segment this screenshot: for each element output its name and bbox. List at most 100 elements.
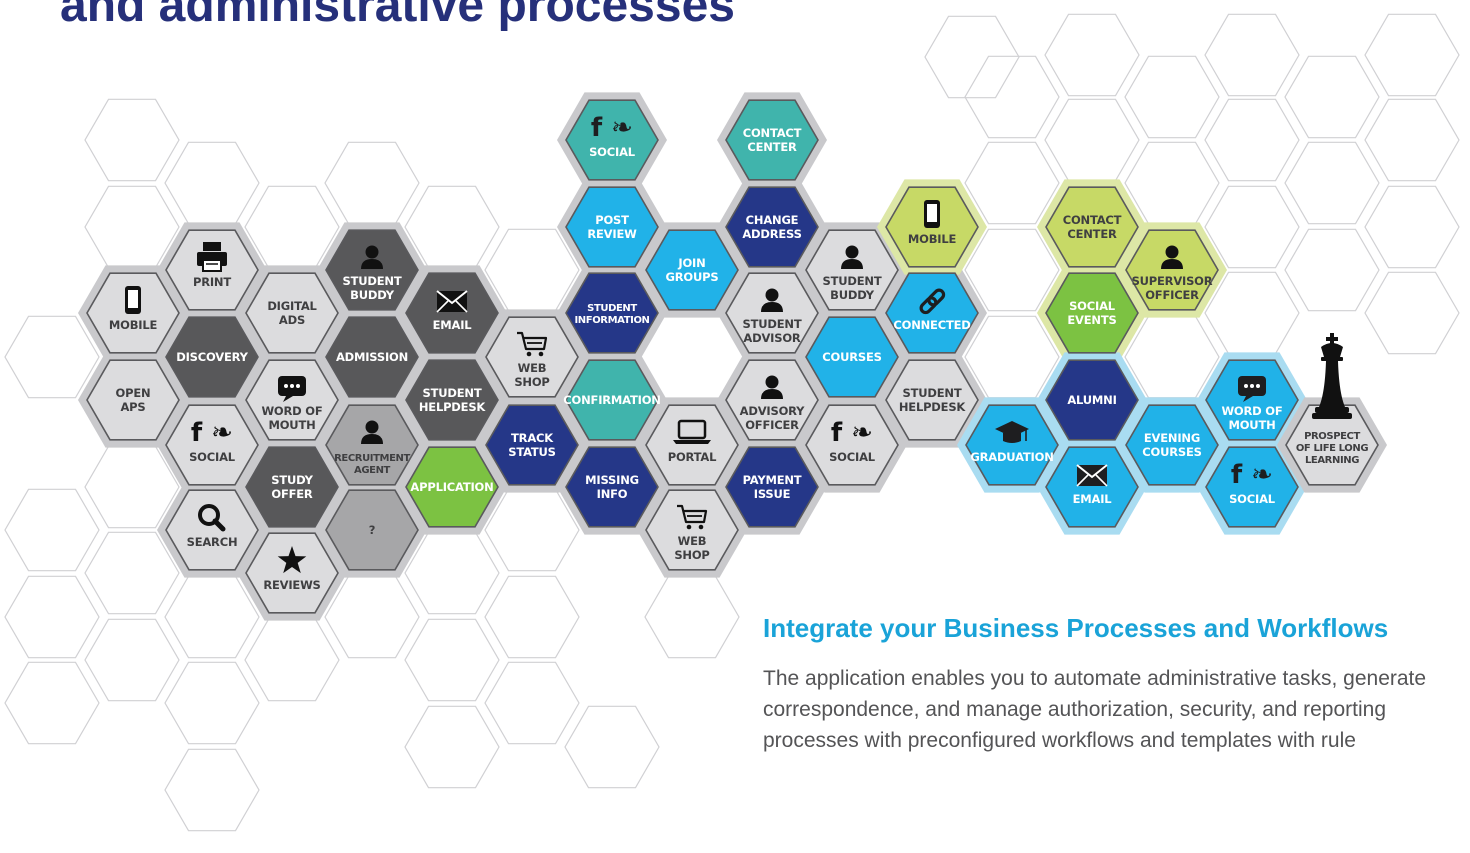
speech-bubble-icon <box>1238 376 1266 402</box>
hex-label: REVIEWS <box>263 578 320 592</box>
hex-search: SEARCH <box>165 489 259 571</box>
outline-hexagon <box>1364 271 1460 355</box>
outline-hexagon <box>1204 185 1300 269</box>
outline-hexagon <box>484 661 580 745</box>
hex-connected: CONNECTED <box>885 272 979 354</box>
outline-hexagon <box>1044 98 1140 182</box>
hex-shape <box>245 359 339 441</box>
outline-hexagon <box>1124 141 1220 225</box>
outline-hexagon <box>964 228 1060 312</box>
outline-hexagon <box>1124 315 1220 399</box>
hex-shape <box>1125 229 1219 311</box>
hex-shape <box>645 229 739 311</box>
hex-shape <box>645 489 739 571</box>
outline-hexagon <box>1364 13 1460 97</box>
person-icon <box>841 245 863 269</box>
printer-icon <box>197 242 227 272</box>
outline-hexagon <box>964 315 1060 399</box>
outline-hexagon <box>84 98 180 182</box>
outline-hexagon <box>1204 13 1300 97</box>
magnifier-icon <box>198 504 226 532</box>
hex-shape <box>645 404 739 486</box>
cart-icon <box>677 504 708 530</box>
hex-confirmation: CONFIRMATION <box>563 359 661 441</box>
outline-hexagon <box>1364 185 1460 269</box>
hex-courses: COURSES <box>805 316 899 398</box>
hex-shape <box>1045 272 1139 354</box>
outline-hexagon <box>404 618 500 702</box>
outline-hexagon <box>564 705 660 789</box>
hex-label: CONNECTED <box>893 318 970 332</box>
chess-king-icon <box>1312 333 1352 419</box>
hex-shape <box>325 404 419 486</box>
hex-label: SOCIAL <box>589 145 636 159</box>
hex-social-1: f ❧SOCIAL <box>165 404 259 486</box>
hex-email-2: EMAIL <box>1045 446 1139 528</box>
hex-label: PORTAL <box>668 450 717 464</box>
speech-bubble-icon <box>278 376 306 402</box>
hex-shape <box>885 272 979 354</box>
outline-hexagon <box>84 618 180 702</box>
person-icon <box>361 245 383 269</box>
outline-hexagon <box>4 488 100 572</box>
facebook-twitter-icon: f ❧ <box>1231 460 1273 490</box>
outline-hexagon <box>324 141 420 225</box>
hex-label: ? <box>369 523 375 537</box>
hex-label: CONFIRMATION <box>563 393 660 407</box>
outline-hexagon <box>964 141 1060 225</box>
outline-hexagon <box>4 661 100 745</box>
hex-shape <box>1285 404 1379 486</box>
hex-shape <box>325 316 419 398</box>
hex-mobile-2: MOBILE <box>885 186 979 268</box>
outline-hexagon <box>484 488 580 572</box>
person-icon <box>361 420 383 444</box>
hex-shape <box>245 272 339 354</box>
hex-shape <box>805 404 899 486</box>
process-integration-section: Integrate your Business Processes and Wo… <box>763 612 1453 756</box>
hex-social-2: f ❧SOCIAL <box>565 99 659 181</box>
outline-hexagon <box>324 575 420 659</box>
outline-hexagon <box>4 315 100 399</box>
outline-hexagon <box>1124 55 1220 139</box>
hex-shape <box>165 404 259 486</box>
outline-hexagon <box>164 141 260 225</box>
outline-hexagon <box>644 575 740 659</box>
hex-label: SOCIAL <box>829 450 876 464</box>
hex-shape <box>725 446 819 528</box>
hex-shape <box>405 446 499 528</box>
hex-mobile-1: MOBILE <box>86 272 180 354</box>
hex-unknown: ? <box>325 489 419 571</box>
envelope-icon <box>436 290 468 313</box>
hex-label: ADMISSION <box>336 350 408 364</box>
hex-shape <box>1045 446 1139 528</box>
outline-hexagon <box>484 575 580 659</box>
person-icon <box>761 375 783 399</box>
hex-shape <box>1205 446 1299 528</box>
